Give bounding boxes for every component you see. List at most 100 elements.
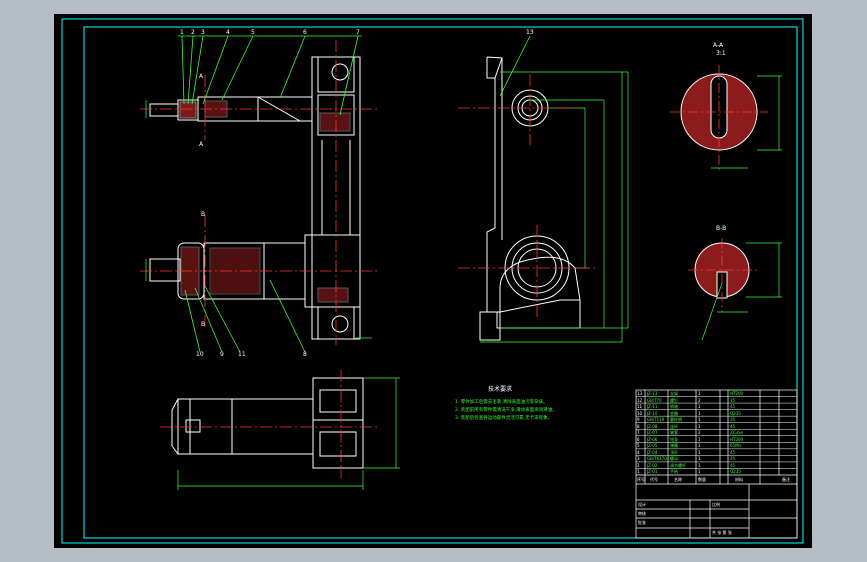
parts-cell-code: GB/T119 xyxy=(647,417,665,423)
parts-cell-material: 35 xyxy=(730,417,736,423)
parts-cell-no: 11 xyxy=(637,404,643,410)
tb-header-note: 备注 xyxy=(782,477,790,482)
dimensions-left xyxy=(145,100,372,339)
parts-cell-name: 圆柱销 xyxy=(670,417,682,423)
tb-header-code: 代号 xyxy=(650,477,658,482)
section-aa-scale: 3:1 xyxy=(716,50,726,57)
parts-cell-no: 7 xyxy=(637,430,640,436)
parts-cell-material: 45 xyxy=(730,462,736,468)
parts-cell-material: 45 xyxy=(730,449,736,455)
parts-cell-qty: 1 xyxy=(698,436,701,442)
parts-cell-material: 35 xyxy=(730,397,736,403)
parts-cell-name: 销轴 xyxy=(670,404,678,410)
parts-cell-code: JZ-11 xyxy=(647,404,658,410)
parts-cell-qty: 1 xyxy=(698,423,701,429)
balloon-3: 3 xyxy=(201,29,205,36)
front-view-leader xyxy=(499,35,531,97)
parts-cell-no: 5 xyxy=(637,443,640,449)
balloon-4: 4 xyxy=(226,29,230,36)
tb-header-qty: 数量 xyxy=(698,477,706,482)
parts-cell-material: 65Mn xyxy=(730,443,742,449)
parts-cell-code: JZ-07 xyxy=(647,430,658,436)
parts-cell-code: JZ-04 xyxy=(647,449,658,455)
parts-cell-code: JZ-13 xyxy=(647,391,658,396)
parts-cell-code: JZ-05 xyxy=(647,443,658,449)
tech-requirements-title: 技术要求 xyxy=(488,386,513,393)
balloon-5: 5 xyxy=(251,29,255,36)
parts-cell-material: 45 xyxy=(730,404,736,410)
parts-cell-material: Q235 xyxy=(730,469,741,475)
section-bb-title: B-B xyxy=(716,225,727,232)
tb-sheet-label: 共 张 第 张 xyxy=(712,530,732,535)
parts-cell-material: HT200 xyxy=(730,391,744,396)
balloon-leaders-top xyxy=(178,35,362,116)
front-view-centerlines xyxy=(458,74,598,320)
parts-cell-qty: 1 xyxy=(698,391,701,396)
parts-cell-qty: 2 xyxy=(698,397,701,403)
parts-cell-no: 4 xyxy=(637,449,640,455)
front-view-dims xyxy=(480,71,629,343)
tech-requirement-3: 3. 装配后检查各运动部件灵活可靠,无卡滞现象。 xyxy=(455,416,553,421)
section-bb-view xyxy=(688,238,782,341)
balloon-11: 11 xyxy=(238,351,246,358)
parts-cell-material: Q235 xyxy=(730,410,741,416)
parts-cell-no: 10 xyxy=(637,410,643,416)
parts-cell-no: 13 xyxy=(637,391,643,396)
tb-header-name: 名称 xyxy=(674,477,682,482)
parts-cell-material: HT200 xyxy=(730,436,744,442)
parts-cell-name: 手柄 xyxy=(670,469,678,475)
parts-cell-name: 螺钉 xyxy=(670,397,678,403)
section-b-marker-bottom: B xyxy=(201,321,206,328)
tb-approve-label: 批准 xyxy=(638,520,646,525)
parts-cell-qty: 1 xyxy=(698,462,701,468)
parts-cell-code: JZ-08 xyxy=(647,423,658,429)
bottom-view-dims xyxy=(177,377,400,490)
parts-cell-qty: 2 xyxy=(698,430,701,436)
section-aa-title: A-A xyxy=(713,42,724,49)
parts-cell-no: 12 xyxy=(637,397,643,403)
parts-cell-no: 9 xyxy=(637,417,640,423)
parts-cell-no: 8 xyxy=(637,423,640,429)
parts-cell-no: 6 xyxy=(637,436,640,442)
balloon-7: 7 xyxy=(356,29,360,36)
parts-cell-material: ZCuSn xyxy=(730,430,744,436)
balloon-13: 13 xyxy=(526,29,534,36)
tech-requirement-2: 2. 装配前所有零件需清洗干净,滑动表面涂润滑油。 xyxy=(455,408,557,413)
parts-cell-no: 3 xyxy=(637,456,640,462)
parts-cell-name: 调节螺杆 xyxy=(670,462,686,468)
sheet-inner-border xyxy=(83,26,798,539)
parts-cell-qty: 1 xyxy=(698,404,701,410)
parts-cell-name: 钳身 xyxy=(670,436,678,442)
bottom-view-centerline xyxy=(160,370,380,478)
parts-cell-name: 垫圈 xyxy=(670,410,678,416)
balloon-9: 9 xyxy=(220,351,224,358)
parts-cell-name: 弹簧 xyxy=(670,443,678,449)
bottom-view xyxy=(171,377,364,469)
section-a-marker-top: A xyxy=(199,73,204,80)
tb-header-material: 材料 xyxy=(735,477,743,482)
title-block-row-lines xyxy=(636,396,797,469)
tb-scale-label: 比例 xyxy=(712,502,720,507)
parts-cell-name: 顶杆 xyxy=(670,449,678,455)
parts-cell-code: JZ-01 xyxy=(647,469,658,475)
parts-cell-qty: 1 xyxy=(698,449,701,455)
parts-cell-code: GB/T6170 xyxy=(647,456,667,462)
balloon-6: 6 xyxy=(303,29,307,36)
tb-header-no: 序号 xyxy=(637,477,645,482)
parts-cell-qty: 1 xyxy=(698,456,701,462)
parts-cell-no: 2 xyxy=(637,462,640,468)
parts-cell-material: 35 xyxy=(730,456,736,462)
parts-cell-code: JZ-02 xyxy=(647,462,658,468)
parts-cell-name: 轴套 xyxy=(670,430,678,436)
parts-cell-code: JZ-10 xyxy=(647,410,658,416)
tb-design-label: 设计 xyxy=(638,502,646,507)
parts-cell-code: GB/T70 xyxy=(647,397,662,403)
balloon-10: 10 xyxy=(196,351,204,358)
section-a-marker-bottom: A xyxy=(199,141,204,148)
parts-cell-code: JZ-06 xyxy=(647,436,658,442)
parts-cell-name: 螺母 xyxy=(670,456,678,462)
parts-cell-qty: 1 xyxy=(698,469,701,475)
tb-check-label: 审核 xyxy=(638,511,646,516)
balloon-8: 8 xyxy=(303,351,307,358)
